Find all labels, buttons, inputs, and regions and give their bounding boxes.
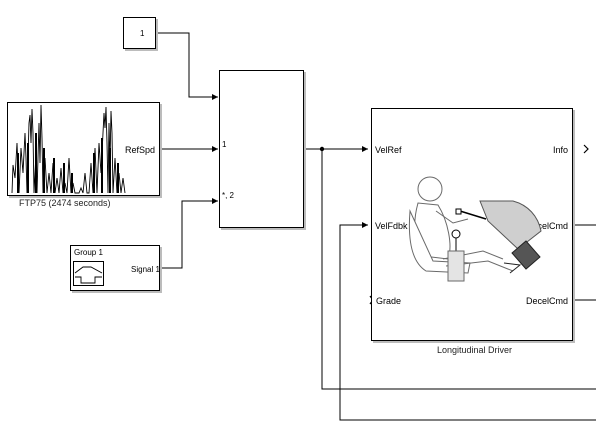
signal-step-icon [73,261,104,286]
arrowhead-switch-in2 [212,198,218,204]
signal-port-label: Signal 1 [131,265,160,274]
info-port-chevron [583,144,589,154]
port-decelcmd: DecelCmd [525,296,568,306]
wire-signal-to-switch [160,200,218,269]
branch-point [319,146,325,152]
arrowhead-velref [362,146,368,152]
wire-branch-out [321,149,596,390]
wire-feedback-velfdbk [339,224,596,421]
longitudinal-driver-block[interactable]: VelRef VelFdbk Grade Info AccelCmd Decel… [371,108,573,341]
port-velref: VelRef [375,145,402,155]
refspd-port-label: RefSpd [125,145,156,155]
constant-block[interactable]: 1 [123,17,156,49]
port-info: Info [552,145,568,155]
driver-caption: Longitudinal Driver [437,345,513,355]
constant-value: 1 [140,29,145,38]
port-accelcmd: AccelCmd [526,221,568,231]
switch-port-1-label: 1 [222,140,227,149]
arrowhead-velfdbk [362,222,368,228]
ftp75-drive-cycle-block[interactable]: RefSpd [7,102,160,196]
signal-builder-title: Group 1 [74,248,103,257]
signal-builder-block[interactable]: Group 1 Signal 1 [70,245,160,291]
switch-port-2-label: *, 2 [222,191,235,200]
port-grade: Grade [376,296,402,306]
port-velfdbk: VelFdbk [375,221,408,231]
arrowhead-switch-in1 [212,146,218,152]
arrowhead-switch-ctrl [212,94,218,100]
multiport-switch-block[interactable]: 1 *, 2 [219,70,304,228]
ftp75-caption: FTP75 (2474 seconds) [19,198,111,208]
wire-constant-to-switch [156,32,218,98]
driver-seated-icon [408,176,542,282]
drive-cycle-trace-icon [11,104,126,194]
